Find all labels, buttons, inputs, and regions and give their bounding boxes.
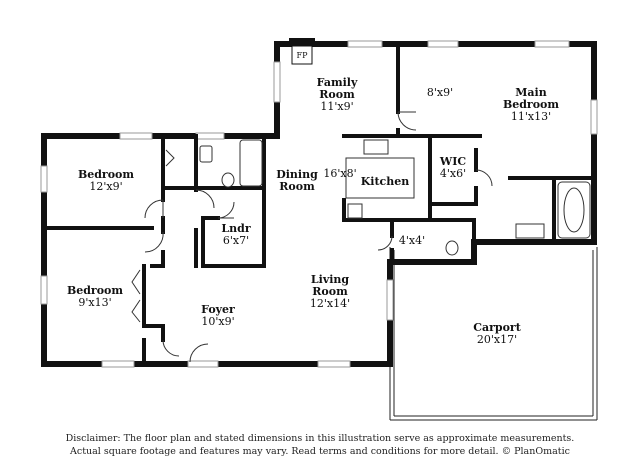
bedroom-1-label: Bedroom <box>78 168 134 181</box>
carport-outline <box>389 247 598 421</box>
fixtures <box>199 139 591 256</box>
dining-room-label-1: Dining <box>276 168 318 181</box>
kitchen-dim: 16'x8' <box>323 167 356 180</box>
family-room-label-2: Room <box>319 88 355 101</box>
laundry-label: Lndr <box>221 222 250 235</box>
kitchen-label: Kitchen <box>361 175 410 188</box>
living-room-label-1: Living <box>311 273 349 286</box>
door-swings <box>131 111 493 363</box>
family-room-label-1: Family <box>317 76 358 89</box>
living-room-label-2: Room <box>312 285 348 298</box>
fireplace-label: FP <box>297 51 309 60</box>
wic-dim: 4'x6' <box>440 167 466 180</box>
carport-label: Carport <box>473 321 522 334</box>
carport-dim: 20'x17' <box>477 333 517 346</box>
room-labels: FP Family Room 11'x9' 8'x9' Main Bedroom… <box>67 51 559 346</box>
main-bedroom-dim: 11'x13' <box>511 110 551 123</box>
laundry-dim: 6'x7' <box>223 234 249 247</box>
bedroom-2-dim: 9'x13' <box>78 296 111 309</box>
bedroom-1-dim: 12'x9' <box>89 180 122 193</box>
interior-walls <box>42 44 596 364</box>
main-bedroom-label-1: Main <box>515 86 546 99</box>
floor-plan: FP Family Room 11'x9' 8'x9' Main Bedroom… <box>40 38 598 421</box>
bedroom-2-label: Bedroom <box>67 284 123 297</box>
dining-room-label-2: Room <box>279 180 315 193</box>
fireplace <box>289 38 315 65</box>
closet-8x9-dim: 8'x9' <box>427 86 453 99</box>
disclaimer: Disclaimer: The floor plan and stated di… <box>0 432 640 458</box>
bath-4x4-dim: 4'x4' <box>399 234 425 247</box>
wic-label: WIC <box>439 155 466 168</box>
disclaimer-line-1: Disclaimer: The floor plan and stated di… <box>65 433 575 444</box>
living-room-dim: 12'x14' <box>310 297 350 310</box>
family-room-dim: 11'x9' <box>320 100 353 113</box>
foyer-dim: 10'x9' <box>201 315 234 328</box>
foyer-label: Foyer <box>201 303 235 316</box>
windows <box>40 40 598 368</box>
disclaimer-line-2: Actual square footage and features may v… <box>70 446 570 457</box>
main-bedroom-label-2: Bedroom <box>503 98 559 111</box>
